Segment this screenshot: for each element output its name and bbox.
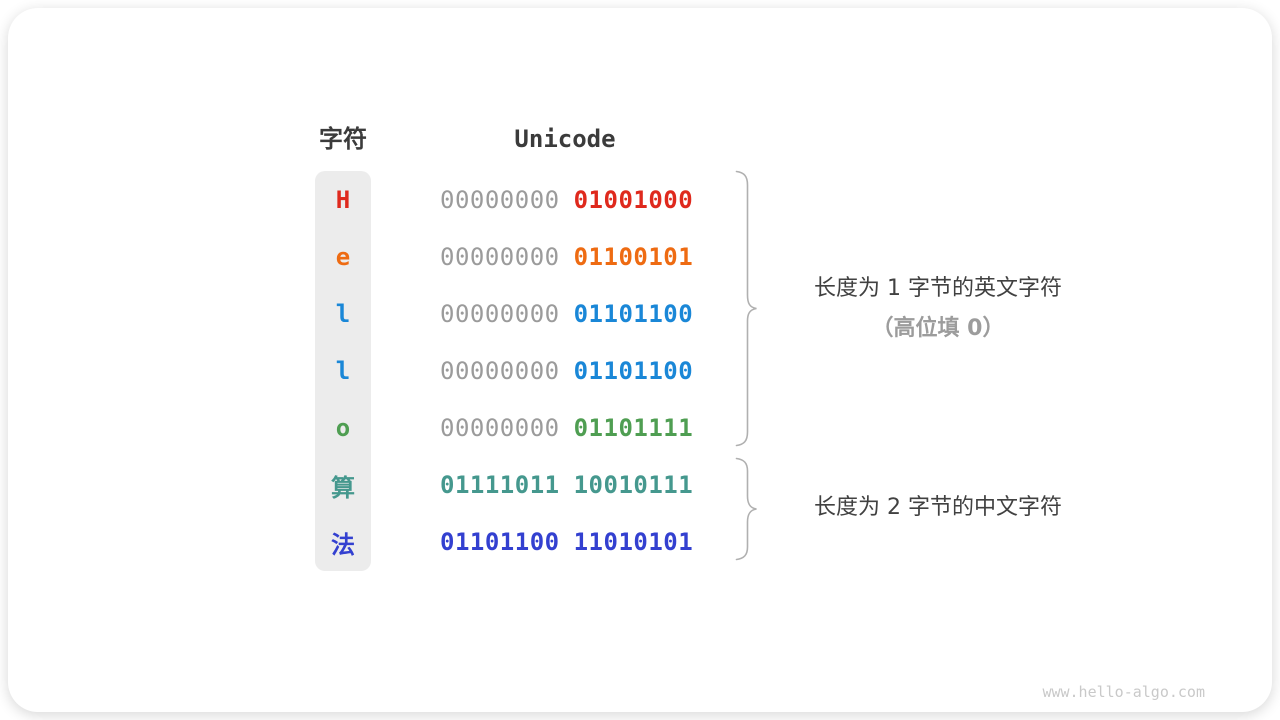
byte-bits: 01001000 xyxy=(573,185,694,214)
byte-bits: 10010111 xyxy=(573,471,694,500)
brace-2-byte-group xyxy=(735,457,757,561)
unicode-binary-row: 01111011 10010111 xyxy=(440,457,700,514)
annotation-english-chars: 长度为 1 字节的英文字符 xyxy=(814,276,1062,301)
char-cell: e xyxy=(335,242,351,271)
char-cell: H xyxy=(335,185,351,214)
watermark-url: www.hello-algo.com xyxy=(1042,683,1205,701)
byte-bits: 11010101 xyxy=(573,528,694,557)
annotation-chinese-chars: 长度为 2 字节的中文字符 xyxy=(814,495,1062,520)
byte-bits: 01101100 xyxy=(573,299,694,328)
char-cell: 法 xyxy=(331,530,355,559)
byte-bits: 01100101 xyxy=(573,242,694,271)
unicode-binary-row: 01101100 11010101 xyxy=(440,514,700,571)
byte-bits: 00000000 xyxy=(440,299,560,328)
column-header-unicode: Unicode xyxy=(514,125,616,153)
byte-bits: 00000000 xyxy=(440,356,560,385)
unicode-binary-row: 00000000 01101100 xyxy=(440,285,700,342)
unicode-binary-row: 00000000 01100101 xyxy=(440,228,700,285)
brace-1-byte-group xyxy=(735,170,757,447)
annotation-high-bits-note: （高位填 0） xyxy=(871,316,1005,341)
byte-bits: 01101100 xyxy=(440,528,560,557)
char-cell: l xyxy=(335,299,351,328)
unicode-binary-row: 00000000 01101111 xyxy=(440,400,700,457)
char-column-background xyxy=(315,171,371,571)
byte-bits: 00000000 xyxy=(440,185,560,214)
byte-bits: 01101111 xyxy=(573,414,694,443)
byte-bits: 01101100 xyxy=(573,356,694,385)
byte-bits: 01111011 xyxy=(440,471,560,500)
column-header-char: 字符 xyxy=(319,125,367,153)
char-cell: o xyxy=(335,414,351,443)
char-cell: l xyxy=(335,356,351,385)
char-cell: 算 xyxy=(331,473,355,502)
unicode-binary-row: 00000000 01101100 xyxy=(440,342,700,399)
byte-bits: 00000000 xyxy=(440,242,560,271)
unicode-binary-row: 00000000 01001000 xyxy=(440,171,700,228)
byte-bits: 00000000 xyxy=(440,414,560,443)
